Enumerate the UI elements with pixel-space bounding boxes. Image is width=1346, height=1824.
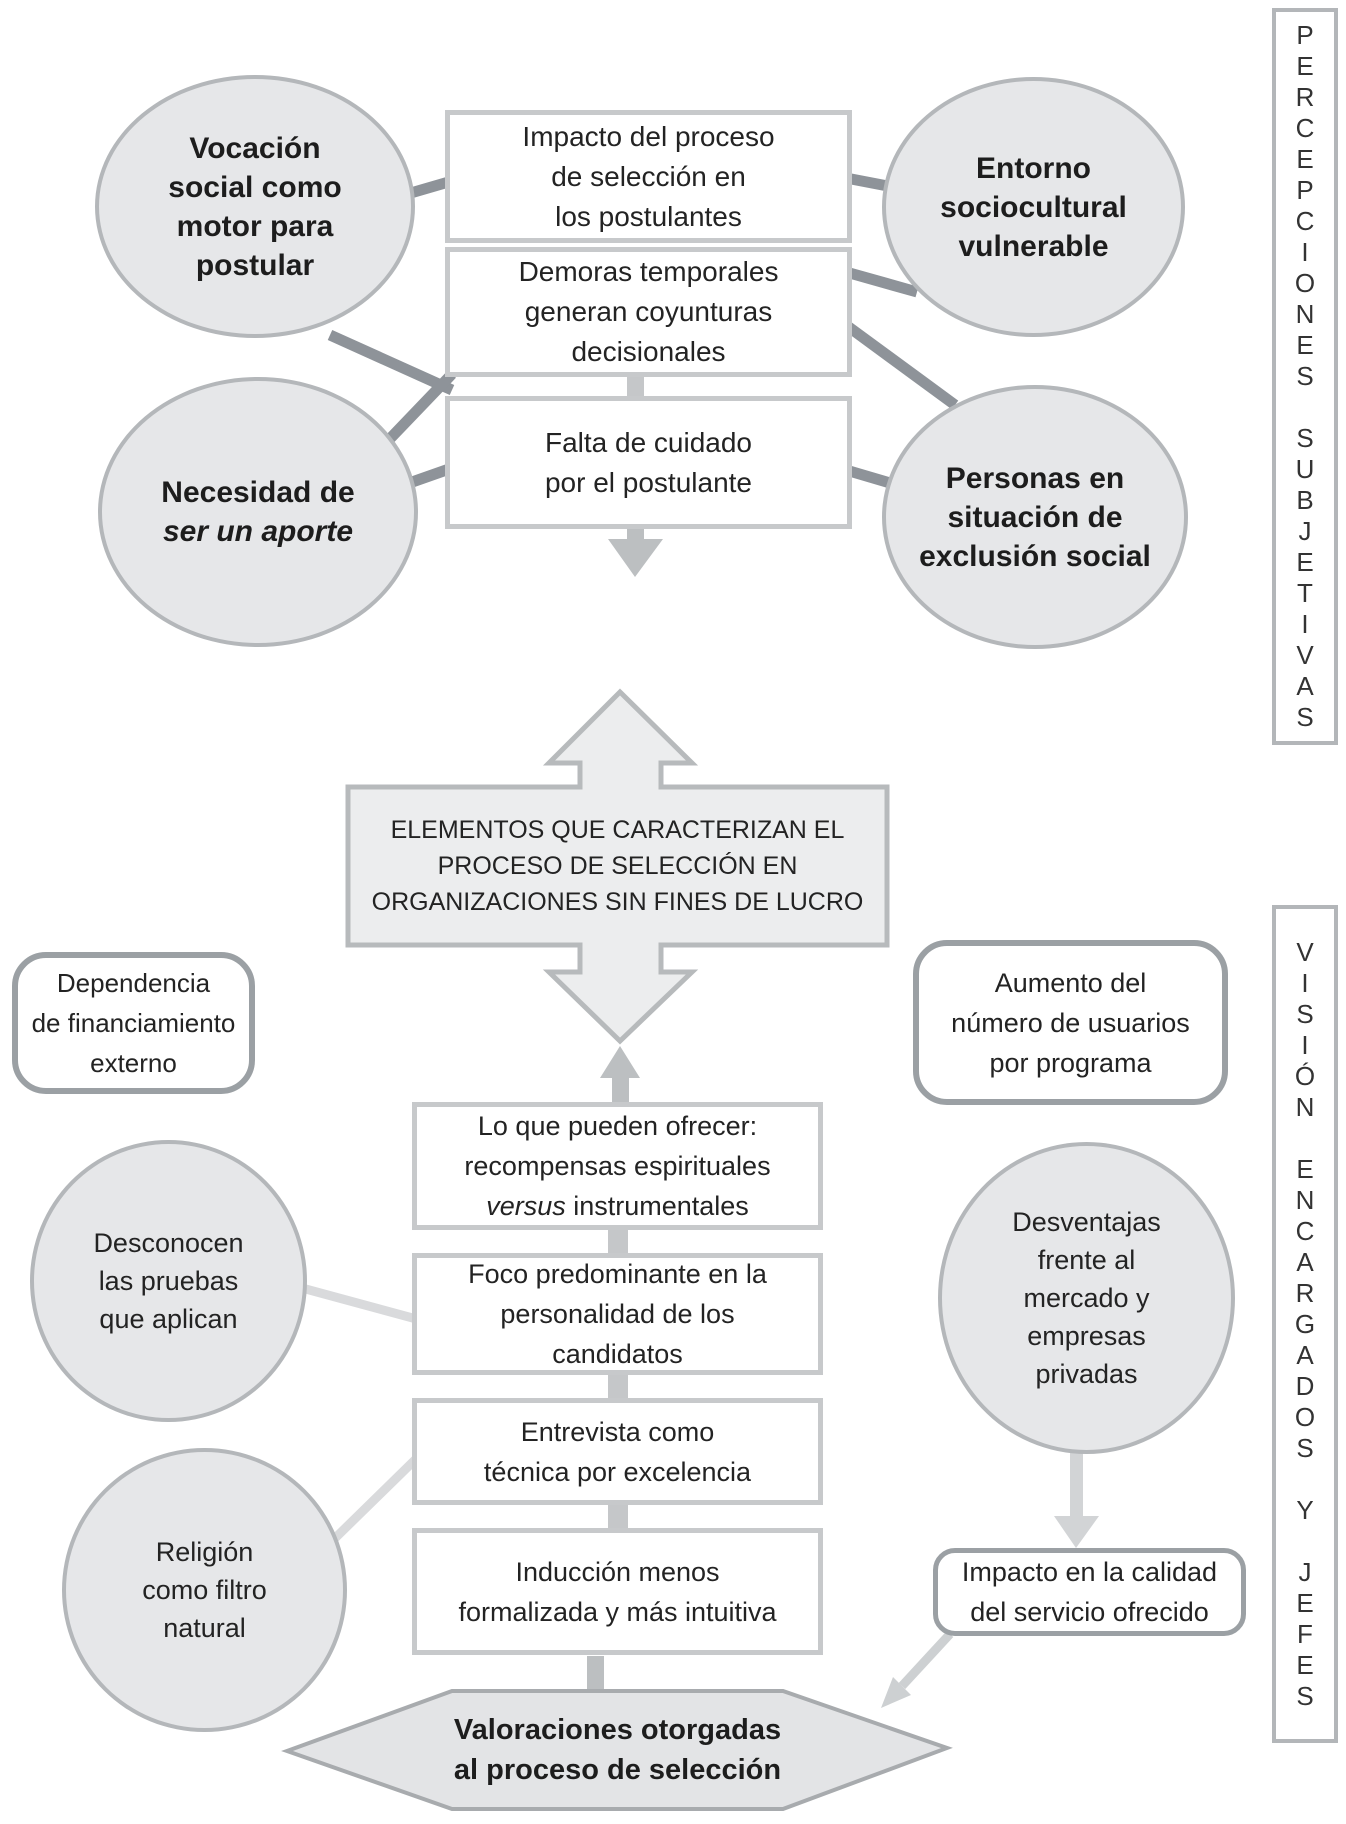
box-foco-label: Foco predominante en la personalidad de … xyxy=(468,1259,767,1369)
roundbox-dependencia-label: Dependencia de financiamiento externo xyxy=(31,968,236,1078)
double-arrow-elementos-shape xyxy=(345,688,890,1045)
connector-entrevista-induccion xyxy=(608,1501,628,1531)
ellipse-religion-filtro: Religión como filtro natural xyxy=(62,1448,347,1732)
ofrecer-line2: recompensas espirituales xyxy=(464,1151,771,1181)
ellipse-desventajas-label: Desventajas frente al mercado y empresas… xyxy=(1012,1207,1161,1389)
box-induccion-intuitiva: Inducción menos formalizada y más intuit… xyxy=(412,1528,823,1655)
box-falta-cuidado: Falta de cuidado por el postulante xyxy=(445,396,852,529)
box-impacto-proceso: Impacto del proceso de selección en los … xyxy=(445,110,852,243)
necesidad-line1: Necesidad de xyxy=(161,476,355,509)
roundbox-aumento-label: Aumento del número de usuarios por progr… xyxy=(951,967,1190,1078)
ellipse-necesidad-aporte-label: Necesidad de ser un aporte xyxy=(161,473,354,551)
box-lo-que-pueden-ofrecer: Lo que pueden ofrecer: recompensas espir… xyxy=(412,1102,823,1230)
hexagon-valoraciones-shape xyxy=(281,1689,953,1811)
ellipse-religion-label: Religión como filtro natural xyxy=(142,1537,267,1643)
box-falta-cuidado-label: Falta de cuidado por el postulante xyxy=(544,426,753,498)
elementos-caracterizan-title: ELEMENTOS QUE CARACTERIZAN EL PROCESO DE… xyxy=(348,787,887,945)
box-foco-personalidad: Foco predominante en la personalidad de … xyxy=(412,1253,823,1375)
ofrecer-versus: versus xyxy=(486,1191,566,1221)
down-arrow-icon xyxy=(608,524,663,577)
link-vocacion-demoras xyxy=(327,329,455,396)
connector-demoras-falta xyxy=(627,372,644,400)
box-induccion-label: Inducción menos formalizada y más intuit… xyxy=(458,1556,777,1627)
hexagon-valoraciones-title: Valoraciones otorgadas al proceso de sel… xyxy=(380,1691,855,1809)
link-personas-falta xyxy=(844,464,892,489)
ofrecer-instrumentales: instrumentales xyxy=(565,1191,749,1221)
roundbox-impacto-calidad-label: Impacto en la calidad del servicio ofrec… xyxy=(961,1557,1218,1627)
box-ofrecer-label: Lo que pueden ofrecer: recompensas espir… xyxy=(464,1106,770,1226)
ellipse-vocacion-social: Vocación social como motor para postular xyxy=(95,75,415,338)
roundbox-impacto-calidad: Impacto en la calidad del servicio ofrec… xyxy=(933,1548,1246,1636)
necesidad-line2: ser un aporte xyxy=(162,515,354,548)
elementos-caracterizan-label: ELEMENTOS QUE CARACTERIZAN EL PROCESO DE… xyxy=(371,816,864,916)
connector-foco-entrevista xyxy=(608,1371,628,1401)
box-demoras-temporales-label: Demoras temporales generan coyunturas de… xyxy=(518,256,779,367)
diagonal-arrow-impacto-icon xyxy=(881,1630,954,1708)
ellipse-necesidad-aporte: Necesidad de ser un aporte xyxy=(98,377,418,647)
ellipse-desconocen-pruebas: Desconocen las pruebas que aplican xyxy=(30,1140,307,1422)
box-impacto-proceso-label: Impacto del proceso de selección en los … xyxy=(522,120,775,232)
ellipse-entorno-sociocultural-label: Entorno sociocultural vulnerable xyxy=(940,151,1127,263)
ellipse-personas-exclusion-label: Personas en situación de exclusión socia… xyxy=(919,461,1151,573)
side-label-vision-encargados-jefes: V I S I Ó N E N C A R G A D O S Y J E F … xyxy=(1272,905,1338,1743)
ellipse-vocacion-social-label: Vocación social como motor para postular xyxy=(168,131,342,282)
connector-ofrecer-foco xyxy=(608,1226,628,1256)
roundbox-dependencia-financiamiento: Dependencia de financiamiento externo xyxy=(12,952,255,1094)
up-arrow-icon xyxy=(600,1046,640,1104)
ofrecer-line3: versus instrumentales xyxy=(464,1186,770,1226)
ellipse-desventajas-mercado: Desventajas frente al mercado y empresas… xyxy=(938,1142,1235,1454)
box-entrevista-label: Entrevista como técnica por excelencia xyxy=(483,1416,752,1487)
down-arrow-desventajas-icon xyxy=(1054,1448,1099,1548)
hexagon-valoraciones-label: Valoraciones otorgadas al proceso de sel… xyxy=(453,1714,782,1786)
ellipse-entorno-sociocultural: Entorno sociocultural vulnerable xyxy=(882,77,1185,337)
side-label-percepciones-subjetivas: P E R C E P C I O N E S S U B J E T I V … xyxy=(1272,8,1338,745)
link-entorno-demoras xyxy=(844,266,919,298)
side-label-percepciones-text: P E R C E P C I O N E S S U B J E T I V … xyxy=(1294,20,1316,732)
link-desconocen-foco xyxy=(300,1283,422,1325)
box-entrevista-tecnica: Entrevista como técnica por excelencia xyxy=(412,1398,823,1505)
ellipse-desconocen-label: Desconocen las pruebas que aplican xyxy=(93,1228,244,1334)
ellipse-personas-exclusion: Personas en situación de exclusión socia… xyxy=(882,385,1188,649)
ofrecer-line1: Lo que pueden ofrecer: xyxy=(477,1111,758,1141)
box-demoras-temporales: Demoras temporales generan coyunturas de… xyxy=(445,247,852,377)
side-label-vision-text: V I S I Ó N E N C A R G A D O S Y J E F … xyxy=(1294,936,1316,1711)
link-religion-entrevista xyxy=(321,1451,424,1552)
link-personas-demoras xyxy=(842,320,959,410)
roundbox-aumento-usuarios: Aumento del número de usuarios por progr… xyxy=(913,940,1228,1105)
